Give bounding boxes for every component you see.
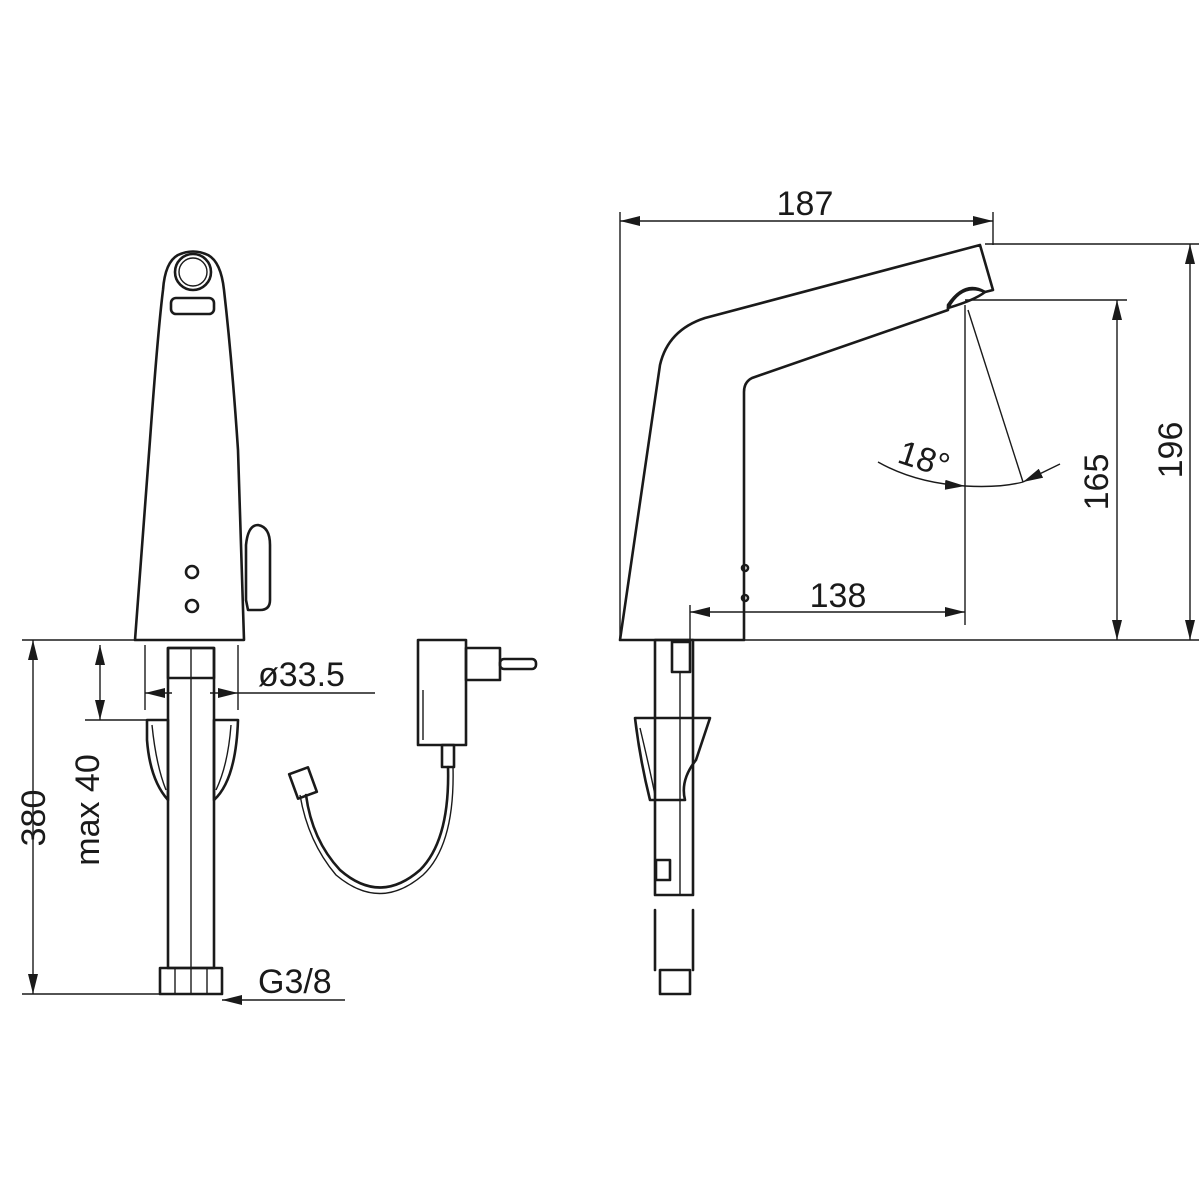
- sensor-window-icon: [173, 252, 213, 292]
- dim-196-label: 196: [1152, 422, 1190, 479]
- dim-thread-label: G3/8: [258, 963, 332, 1001]
- side-view-faucet: [618, 243, 995, 996]
- dim-165-label: 165: [1078, 454, 1116, 511]
- front-view-faucet: [133, 250, 272, 996]
- side-view-dimensions: 187 196 165 138 18°: [619, 185, 1199, 641]
- lever-handle: [244, 523, 272, 612]
- cable-connector: [287, 766, 319, 800]
- dim-138-label: 138: [810, 577, 867, 615]
- dim-max40-label: max 40: [69, 754, 107, 866]
- front-view-dimensions: 380 max 40 ø33.5 G3/8: [15, 639, 375, 1005]
- dim-diameter-label: ø33.5: [258, 656, 345, 694]
- dim-angle-label: 18°: [894, 433, 955, 485]
- dim-187-label: 187: [777, 185, 834, 223]
- dim-380-label: 380: [15, 790, 53, 847]
- power-adapter: [287, 638, 538, 895]
